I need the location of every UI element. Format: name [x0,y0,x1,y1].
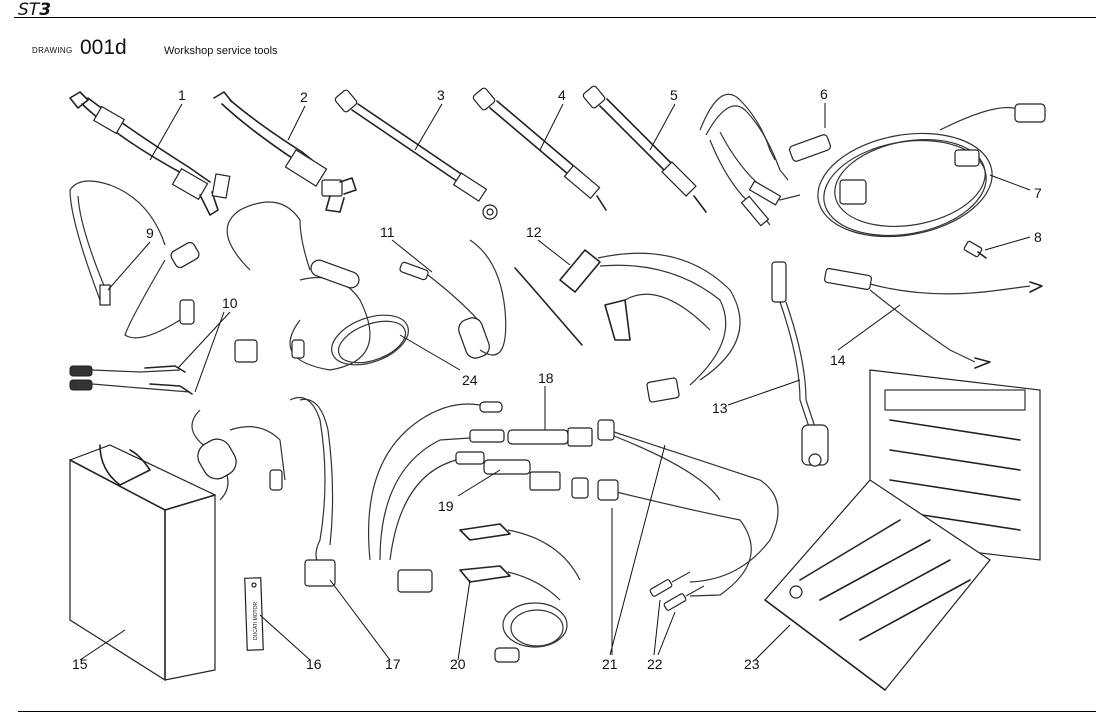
drawing-number: 001d [80,36,127,59]
part-14-fork-lead [824,267,1043,369]
part-10-clip-leads [69,365,193,395]
part-18-adapter [507,419,615,447]
part-17-harness [191,396,336,587]
part-20-clip-leads [459,523,581,663]
callout-8: 8 [1034,229,1042,245]
callout-11: 11 [380,224,395,240]
callout-15: 15 [72,656,88,672]
callout-20: 20 [450,656,466,672]
part-8-adapter [963,240,987,259]
callout-6: 6 [820,86,828,102]
callout-2: 2 [300,89,308,105]
part-2-connector [213,91,357,213]
callout-22: 22 [647,656,663,672]
callout-17: 17 [385,656,401,672]
callout-10: 10 [222,295,238,311]
drawing-title: Workshop service tools [164,45,278,57]
callout-12: 12 [526,224,542,240]
callout-3: 3 [437,87,445,103]
callout-14: 14 [830,352,846,368]
callout-16: 16 [306,656,322,672]
part-15-empty-case [69,444,216,681]
callout-18: 18 [538,370,554,386]
part-16-tag: DUCATI MOTOR [244,577,264,651]
part-23-tool-case [764,369,1041,691]
header-rule [14,17,1096,18]
callout-24: 24 [462,372,478,388]
callout-1: 1 [178,87,186,103]
part-24-coiled-lead [226,201,409,371]
part-13-socket-lead [771,261,829,467]
part-21-test-leads [367,401,779,597]
callout-13: 13 [712,400,728,416]
part-22-pins [649,571,705,611]
part-12-croc-lead [559,249,741,403]
callout-5: 5 [670,87,678,103]
part-5-probe [582,85,707,213]
model-logo: ST3 [18,0,51,20]
part-7-coiled-cable [817,103,1046,238]
model-suffix: 3 [39,0,52,20]
callout-7: 7 [1034,185,1042,201]
part-3-rod-eyelet [334,89,498,220]
callout-4: 4 [558,87,566,103]
drawing-label: DRAWING [32,46,73,55]
callout-23: 23 [744,656,760,672]
part-1-harness-adapter [69,91,231,216]
model-prefix: ST [18,0,40,20]
part-6-lead [699,93,832,227]
part-19-adapter [483,459,589,499]
part-11-probe-lead [399,239,583,359]
part-4-probe [472,87,607,211]
callout-9: 9 [146,225,154,241]
leader-lines [79,103,1031,661]
callout-21: 21 [602,656,618,672]
callout-numbers: 1 2 3 4 5 6 7 8 9 10 11 12 13 14 15 16 1… [72,86,1042,672]
footer-rule [18,711,1096,712]
tag-label: DUCATI MOTOR [253,601,259,640]
callout-19: 19 [438,498,454,514]
part-9-pin-lead [69,180,200,339]
